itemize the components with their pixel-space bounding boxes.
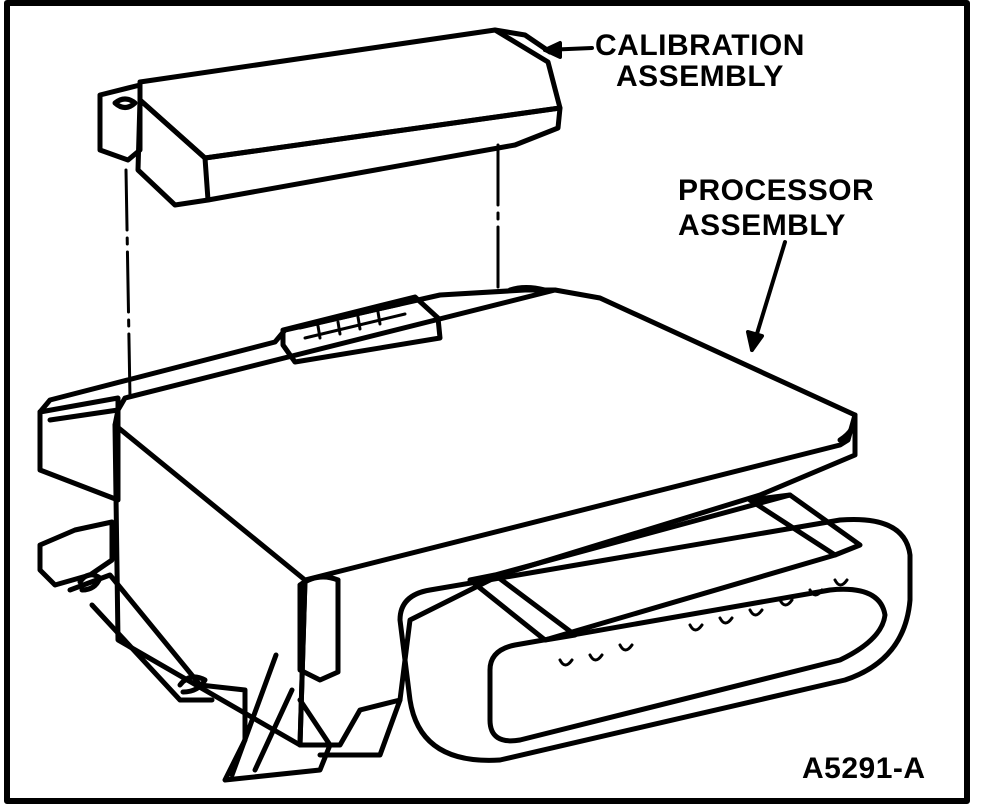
housing-right-edge	[837, 412, 858, 443]
flange-rib	[229, 652, 295, 778]
processor-label-line1: PROCESSOR	[678, 174, 875, 207]
connector-inner	[487, 586, 888, 744]
figure-code: A5291-A	[802, 752, 926, 785]
calibration-tab-left	[97, 82, 143, 163]
calibration-side	[202, 105, 563, 203]
flange-slot	[77, 572, 103, 593]
housing-corner-post-top	[297, 574, 341, 588]
connector-rail-top	[492, 492, 838, 643]
calibration-tab-right	[492, 27, 553, 55]
figure-frame	[4, 0, 970, 804]
processor-leader	[750, 240, 787, 352]
calibration-assembly-label: CALIBRATION ASSEMBLY	[595, 30, 805, 92]
flange-left	[37, 519, 115, 588]
connector-pins	[558, 578, 849, 667]
leader-lines	[543, 41, 787, 352]
flange-right-lip	[317, 697, 403, 758]
calibration-tab-hole	[112, 96, 138, 110]
calibration-socket	[280, 294, 443, 365]
calibration-front	[135, 97, 211, 208]
socket-pins	[298, 303, 407, 340]
alignment-lines	[124, 143, 500, 400]
calibration-label-line1: CALIBRATION	[595, 29, 805, 62]
calibration-label-line2: ASSEMBLY	[615, 60, 784, 93]
processor-label-line2: ASSEMBLY	[678, 209, 846, 242]
processor-assembly-label: PROCESSOR ASSEMBLY	[678, 173, 874, 243]
alignment-line-left	[124, 168, 132, 400]
housing-back-rail-inner	[47, 407, 121, 423]
housing-corner-post	[297, 577, 341, 683]
calibration-arrowhead	[543, 41, 562, 59]
processor-assembly	[37, 285, 913, 783]
housing-front-left	[112, 422, 308, 748]
connector-rail-left	[467, 572, 578, 643]
processor-arrowhead	[746, 330, 764, 352]
rear-tab	[507, 285, 548, 293]
connector-shell	[397, 516, 913, 763]
calibration-assembly	[97, 27, 563, 208]
